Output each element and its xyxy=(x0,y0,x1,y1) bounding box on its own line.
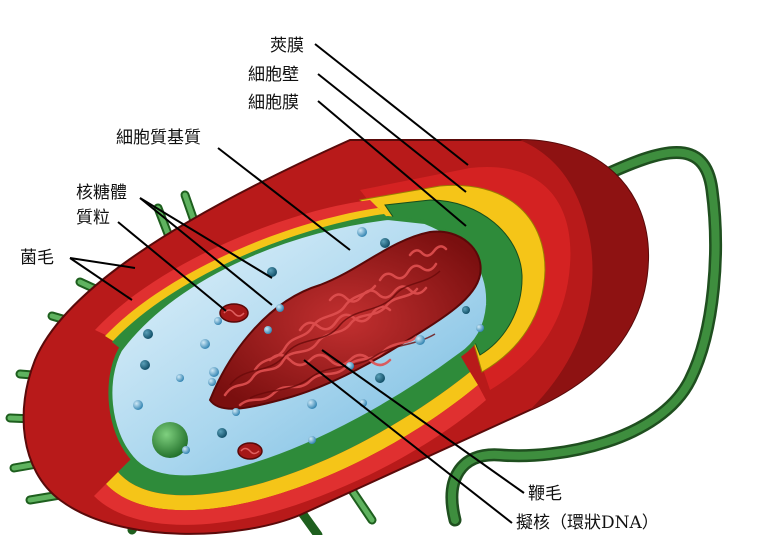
label-ribosome: 核糖體 xyxy=(76,183,127,203)
plasmid xyxy=(237,442,263,460)
plasmid xyxy=(219,303,249,323)
ribosomes xyxy=(133,227,484,454)
label-nucleoid: 擬核（環狀DNA） xyxy=(516,513,659,533)
label-flagellum: 鞭毛 xyxy=(528,484,562,504)
inclusion-granule xyxy=(152,422,188,458)
label-capsule: 莢膜 xyxy=(270,36,304,56)
nucleoid-dna xyxy=(208,230,482,410)
leader-lines xyxy=(69,43,525,524)
label-plasmid: 質粒 xyxy=(76,208,110,228)
label-cytoplasm: 細胞質基質 xyxy=(116,128,201,148)
label-cell-membrane: 細胞膜 xyxy=(248,93,299,113)
label-pili: 菌毛 xyxy=(20,248,54,268)
label-cell-wall: 細胞壁 xyxy=(248,65,299,85)
